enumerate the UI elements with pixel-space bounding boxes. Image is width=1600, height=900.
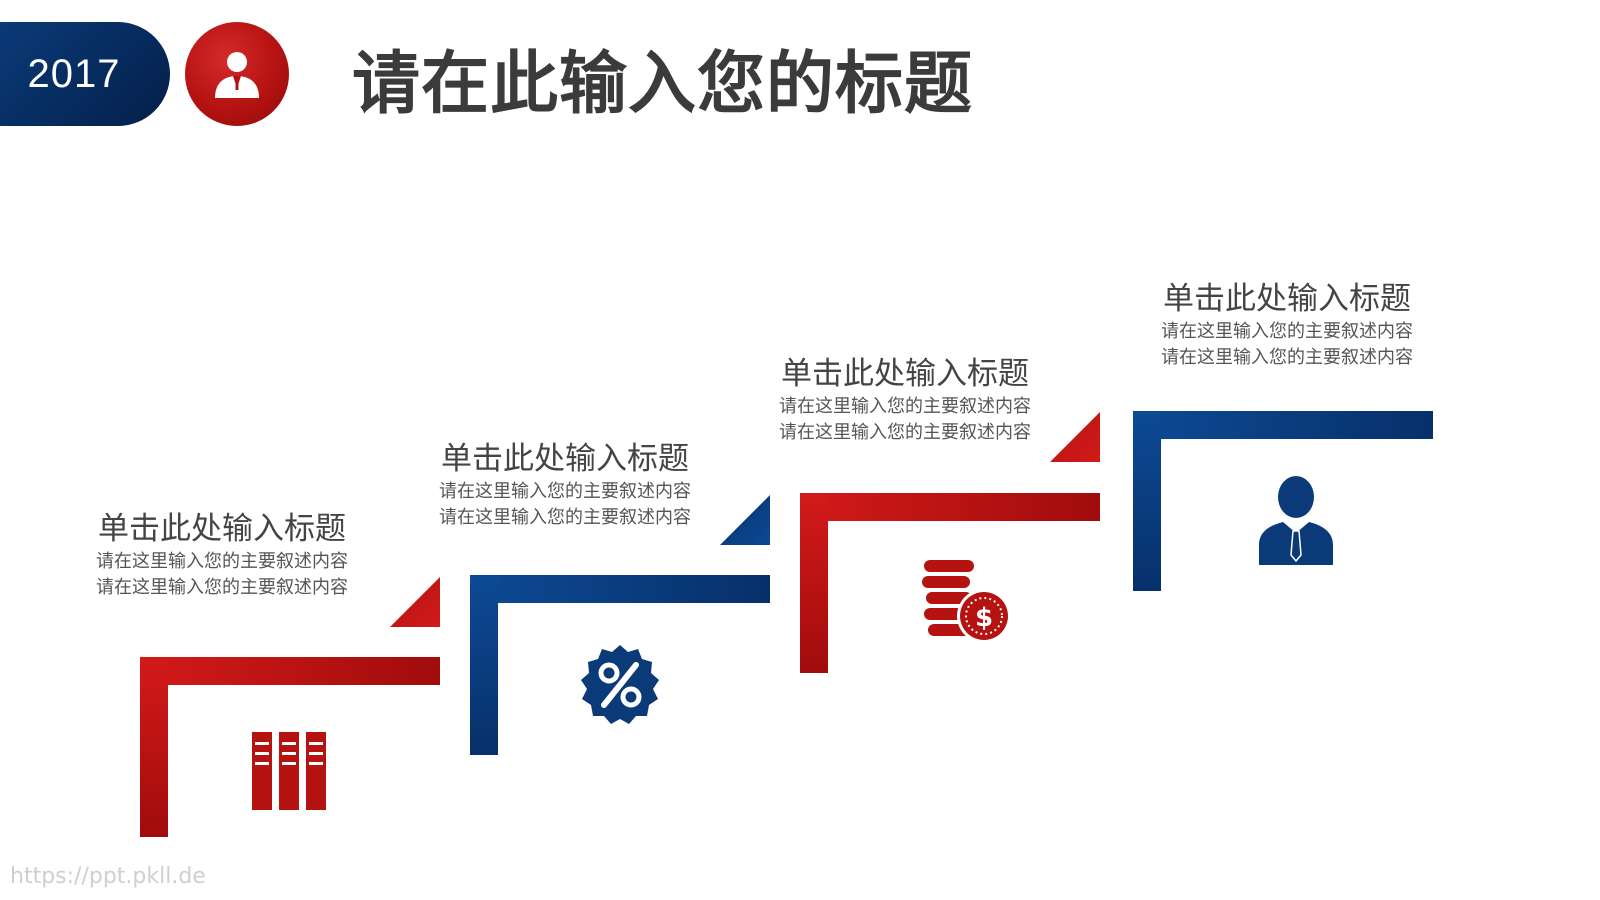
svg-text:$: $ xyxy=(975,603,993,633)
books-icon xyxy=(252,732,326,810)
percent-badge-icon xyxy=(581,645,659,724)
step-3-desc-line-2[interactable]: 请在这里输入您的主要叙述内容 xyxy=(779,422,1031,443)
step-2-desc-line-1[interactable]: 请在这里输入您的主要叙述内容 xyxy=(439,481,691,502)
step-4-top-bar xyxy=(1133,411,1433,439)
step-1-side-bar xyxy=(140,657,168,837)
step-3-title[interactable]: 单击此处输入标题 xyxy=(781,356,1029,392)
step-2-desc-line-2[interactable]: 请在这里输入您的主要叙述内容 xyxy=(439,507,691,528)
step-2-side-bar xyxy=(470,575,498,755)
step-3-corner xyxy=(1050,412,1100,462)
businessman-icon xyxy=(1259,476,1333,565)
step-1-text: 单击此处输入标题 请在这里输入您的主要叙述内容 请在这里输入您的主要叙述内容 xyxy=(72,510,372,600)
step-1-desc-line-2[interactable]: 请在这里输入您的主要叙述内容 xyxy=(96,577,348,598)
page-title: 请在此输入您的标题 xyxy=(352,45,974,124)
step-3-desc-line-1[interactable]: 请在这里输入您的主要叙述内容 xyxy=(779,396,1031,417)
step-3-top-bar xyxy=(800,493,1100,521)
step-4-desc-line-2[interactable]: 请在这里输入您的主要叙述内容 xyxy=(1161,347,1413,368)
step-4-desc-line-1[interactable]: 请在这里输入您的主要叙述内容 xyxy=(1161,321,1413,342)
step-2-corner xyxy=(720,495,770,545)
coins-dollar-icon: $ xyxy=(922,560,1010,643)
step-4-title[interactable]: 单击此处输入标题 xyxy=(1163,281,1411,317)
step-2-top-bar xyxy=(470,575,770,603)
year-badge: 2017 xyxy=(0,22,170,126)
step-3-text: 单击此处输入标题 请在这里输入您的主要叙述内容 请在这里输入您的主要叙述内容 xyxy=(755,355,1055,445)
step-1-corner xyxy=(390,577,440,627)
step-2-text: 单击此处输入标题 请在这里输入您的主要叙述内容 请在这里输入您的主要叙述内容 xyxy=(415,440,715,530)
step-4-text: 单击此处输入标题 请在这里输入您的主要叙述内容 请在这里输入您的主要叙述内容 xyxy=(1137,280,1437,370)
step-4-side-bar xyxy=(1133,411,1161,591)
step-1-desc-line-1[interactable]: 请在这里输入您的主要叙述内容 xyxy=(96,551,348,572)
user-icon xyxy=(215,52,259,98)
step-1-top-bar xyxy=(140,657,440,685)
step-2-title[interactable]: 单击此处输入标题 xyxy=(441,441,689,477)
step-3-side-bar xyxy=(800,493,828,673)
header-avatar xyxy=(185,22,289,126)
watermark-url: https://ppt.pkll.de xyxy=(10,864,206,889)
step-1-title[interactable]: 单击此处输入标题 xyxy=(98,511,346,547)
year-label: 2017 xyxy=(27,51,121,96)
